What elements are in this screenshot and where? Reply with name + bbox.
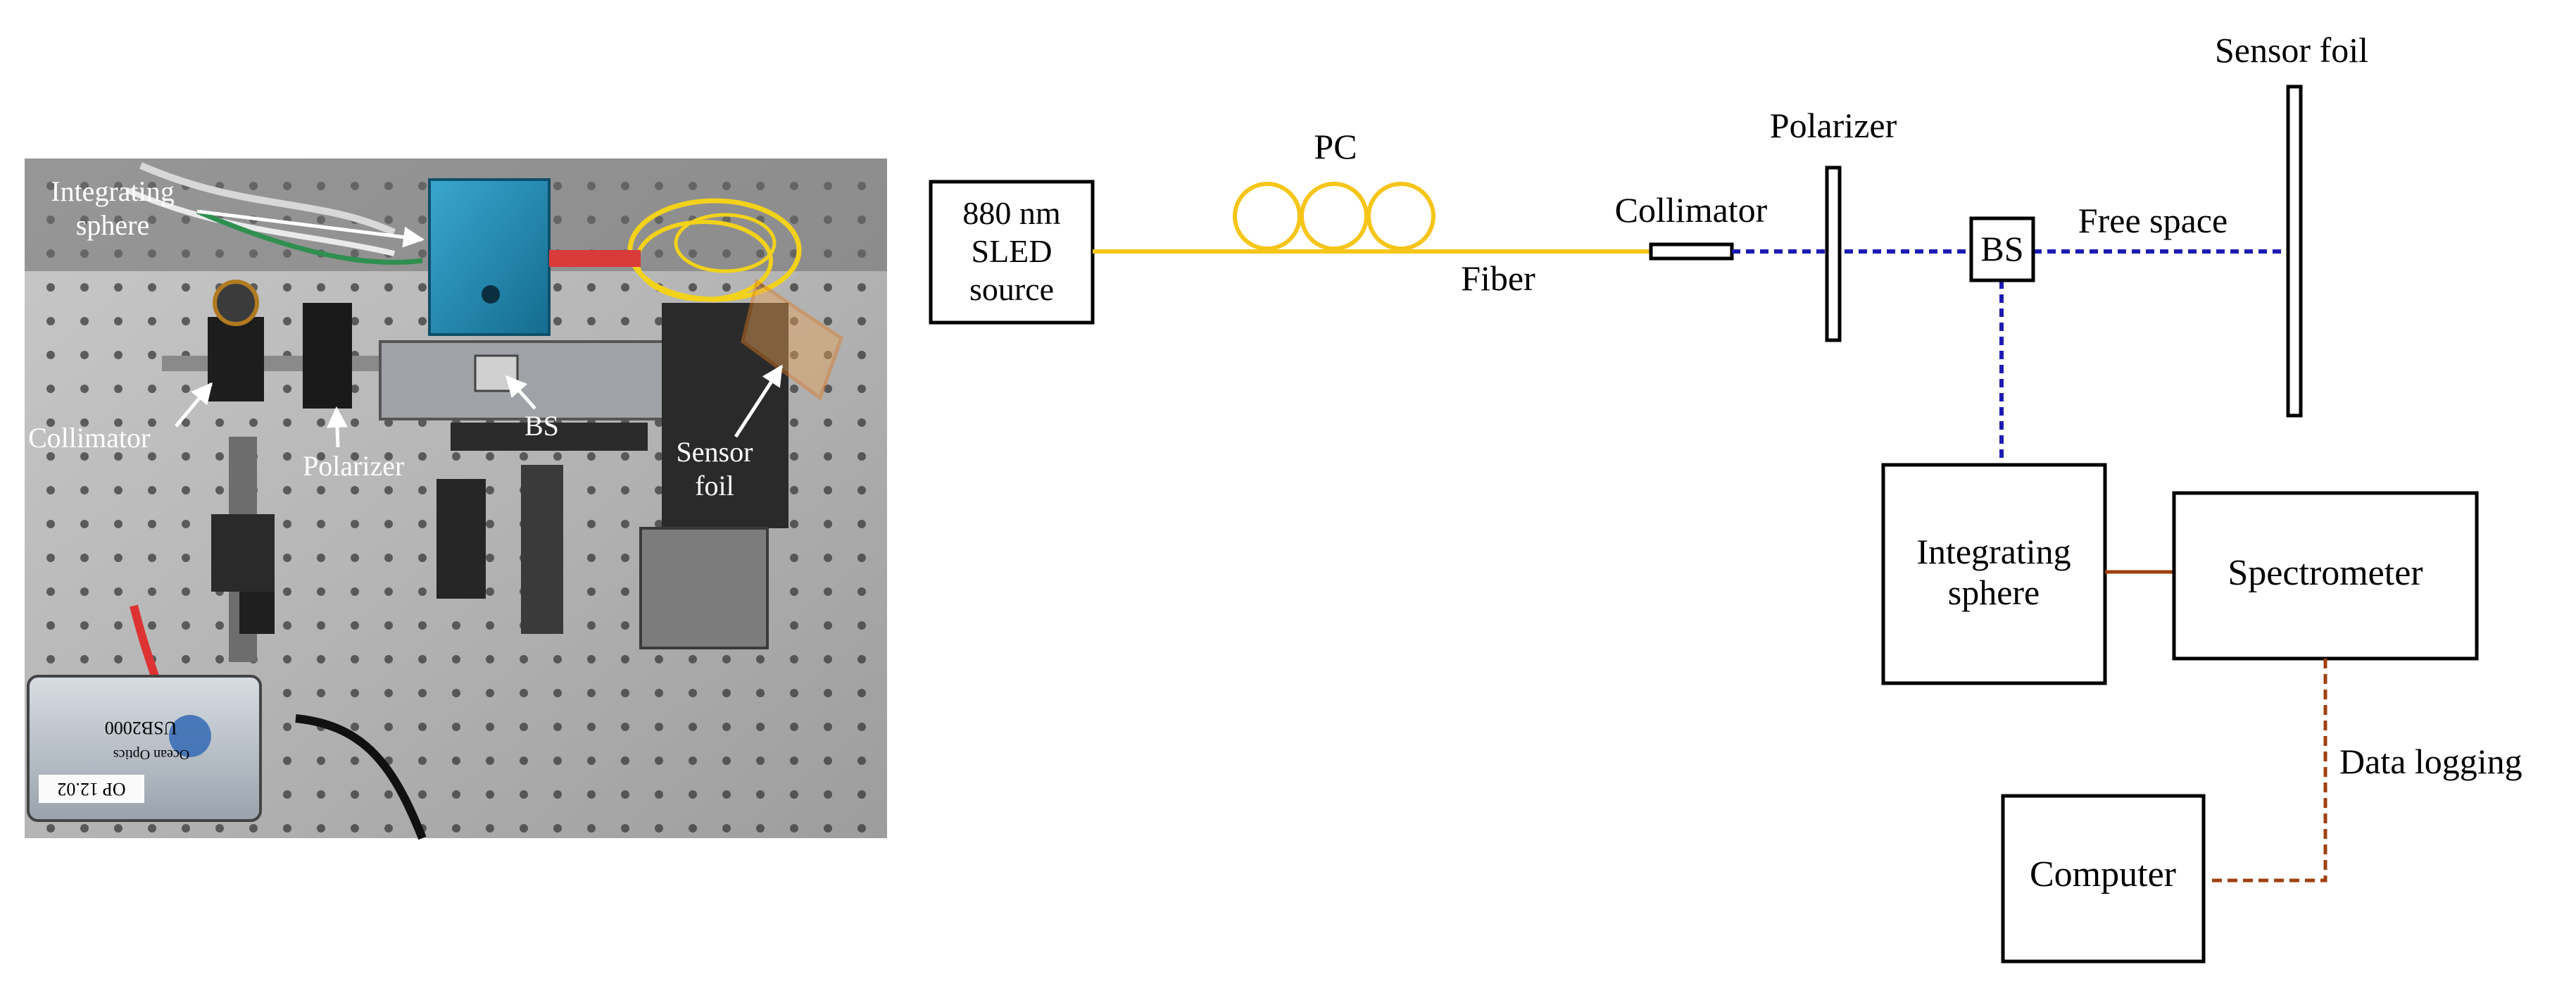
post-clamp — [239, 592, 275, 634]
device-brand-text: Ocean Optics — [113, 747, 190, 762]
source-label-line2: SLED — [972, 233, 1053, 269]
collimator-symbol — [1649, 242, 1734, 261]
sensor-foil-device — [741, 278, 844, 401]
polarizer-mount — [303, 303, 352, 409]
photo-label-collimator: Collimator — [28, 422, 150, 454]
integrating-label-line1: Integrating — [1916, 532, 2071, 571]
photo-label-sensor-line1: Sensor — [677, 436, 753, 468]
usb-cable — [295, 714, 427, 840]
integrating-sphere-box — [1881, 463, 2107, 685]
fiber-coil — [674, 213, 777, 273]
photo-label-integrating-line1: Integrating — [51, 175, 175, 207]
source-label-line3: source — [969, 271, 1054, 307]
pc-loop-2 — [1300, 182, 1369, 251]
photo-label-sensor-line2: foil — [695, 470, 734, 501]
fiber-label: Fiber — [1461, 258, 1535, 298]
sphere-connector — [549, 250, 641, 267]
spectrometer-label: Spectrometer — [2228, 553, 2423, 593]
data-logging-link — [2207, 659, 2327, 883]
sensor-foil-label: Sensor foil — [2215, 30, 2368, 70]
bs-label: BS — [1980, 229, 2023, 268]
cable — [125, 187, 395, 256]
pc-label: PC — [1314, 127, 1357, 166]
collimator-mount — [208, 317, 264, 401]
cable — [139, 162, 396, 236]
device-tag-sticker — [39, 775, 144, 803]
spectrometer-box — [2172, 491, 2479, 661]
bs-box — [1969, 216, 2035, 282]
ocean-optics-logo — [169, 715, 211, 757]
photo-label-integrating-line2: sphere — [76, 209, 149, 241]
polarizer-label: Polarizer — [1770, 106, 1897, 145]
sensor-foil-mount — [662, 303, 788, 528]
optical-rail — [162, 356, 387, 371]
post-holder — [436, 479, 486, 599]
data-logging-label: Data logging — [2339, 742, 2522, 781]
collimator-lens — [213, 280, 259, 326]
photo-arrow-polarizer — [326, 406, 348, 448]
collimator-label: Collimator — [1615, 190, 1768, 230]
schematic-panel: 880 nm SLED source PC Fiber Collimator P… — [929, 30, 2522, 964]
free-space-label: Free space — [2078, 201, 2228, 240]
photo-arrow-integrating-sphere — [196, 209, 425, 248]
photo-arrow-bs — [505, 375, 536, 410]
red-cable — [130, 604, 159, 678]
translation-stage — [639, 527, 769, 649]
photo-label-polarizer: Polarizer — [303, 450, 404, 482]
photo-arrow-collimator — [175, 382, 213, 428]
stage-base — [451, 423, 648, 451]
integrating-label-line2: sphere — [1948, 573, 2040, 612]
source-label-line1: 880 nm — [962, 195, 1061, 231]
computer-box — [2001, 794, 2206, 964]
sphere-port — [482, 285, 500, 304]
pc-loop-1 — [1233, 182, 1302, 251]
polarizer-symbol — [1825, 166, 1842, 342]
device-model-text: USB2000 — [105, 718, 177, 738]
integrating-sphere-device — [428, 178, 551, 336]
pc-loop-3 — [1366, 182, 1435, 251]
post — [521, 465, 563, 634]
post-holder — [211, 514, 275, 592]
computer-label: Computer — [2030, 854, 2176, 895]
breadboard — [379, 340, 677, 420]
photo-arrow-sensor-foil — [734, 364, 784, 438]
sled-source-box — [929, 180, 1095, 325]
cable — [196, 208, 423, 265]
beam-splitter-device — [474, 354, 519, 392]
photo-label-bs: BS — [524, 410, 559, 442]
sensor-foil-symbol — [2286, 85, 2303, 418]
device-tag-text: OP 12.02 — [57, 779, 125, 799]
photo-panel: USB2000 Ocean Optics OP 12.02 Integratin… — [25, 158, 887, 840]
